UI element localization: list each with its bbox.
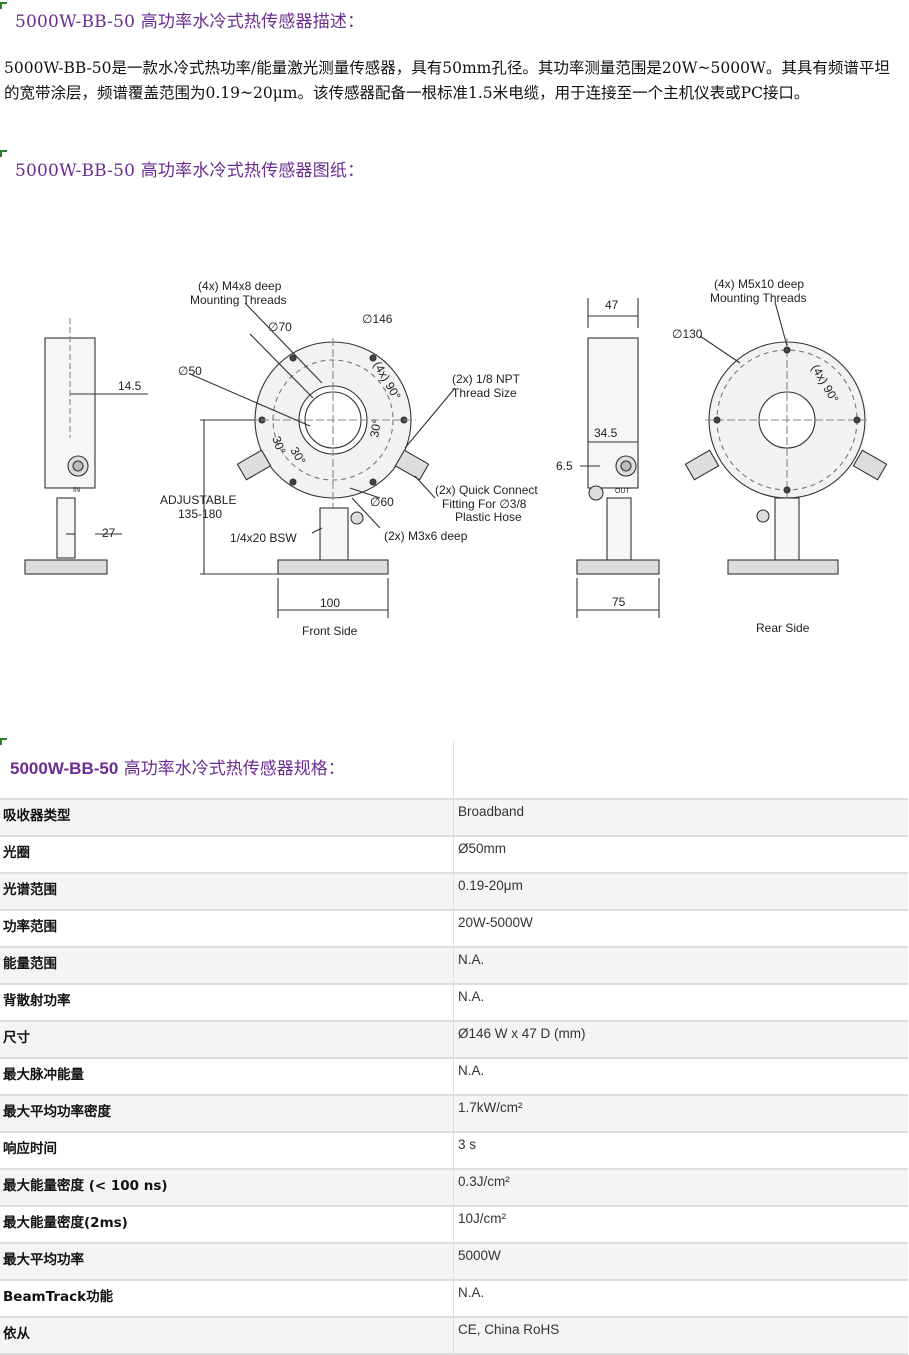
description-text: 5000W-BB-50是一款水冷式热功率/能量激光测量传感器，具有50mm孔径。… [4,59,890,102]
label-47: 47 [605,298,619,312]
label-adjustable-1: ADJUSTABLE [160,493,236,507]
spec-value: 20W-5000W [453,910,908,948]
label-adjustable-2: 135-180 [178,507,222,521]
section-marker [0,738,7,745]
description-heading: 5000W-BB-50 高功率水冷式热传感器描述： [15,12,365,32]
label-d130: ∅130 [672,327,703,341]
spec-label: 功率范围 [0,910,454,948]
label-qc-2: Fitting For ∅3/8 [442,497,527,511]
spec-value: N.A. [453,1280,908,1318]
spec-heading: 5000W-BB-50 高功率水冷式热传感器规格： [0,742,454,800]
section-marker [0,2,7,9]
spec-row: 最大能量密度(2ms)10J/cm² [0,1206,908,1244]
spec-value: 5000W [453,1243,908,1281]
label-14-5: 14.5 [118,379,142,393]
label-30c: 30° [367,418,384,439]
spec-label: 最大能量密度 (< 100 ns) [0,1169,454,1207]
spec-label: 依从 [0,1317,454,1355]
spec-value: Ø146 W x 47 D (mm) [453,1021,908,1059]
label-m4-threads-2: Mounting Threads [190,293,287,307]
spec-label: 响应时间 [0,1132,454,1170]
label-m3: (2x) M3x6 deep [384,529,468,543]
spec-value: Broadband [453,799,908,837]
label-6-5: 6.5 [556,459,573,473]
label-d146: ∅146 [362,312,393,326]
spec-value: 10J/cm² [453,1206,908,1244]
spec-heading-text: 高功率水冷式热传感器规格： [118,759,345,779]
spec-label: 最大能量密度(2ms) [0,1206,454,1244]
label-rear-side: Rear Side [756,621,810,635]
label-bsw: 1/4x20 BSW [230,531,297,545]
spec-label: 吸收器类型 [0,799,454,837]
label-34-5: 34.5 [594,426,618,440]
spec-heading-empty [453,742,908,800]
label-qc-3: Plastic Hose [455,510,522,524]
label-30a: 30° [269,434,288,456]
spec-label: 最大平均功率密度 [0,1095,454,1133]
spec-row: 最大能量密度 (< 100 ns)0.3J/cm² [0,1169,908,1207]
spec-label: BeamTrack功能 [0,1280,454,1318]
rear-side-base [576,559,660,575]
spec-label: 光圈 [0,836,454,874]
label-m5-threads-2: Mounting Threads [710,291,807,305]
label-d60: ∅60 [370,495,394,509]
spec-heading-model: 5000W-BB-50 [10,759,119,778]
label-75: 75 [612,595,626,609]
label-d70: ∅70 [268,320,292,334]
spec-value: N.A. [453,947,908,985]
spec-value: 3 s [453,1132,908,1170]
label-d50: ∅50 [178,364,202,378]
spec-table-header: 5000W-BB-50 高功率水冷式热传感器规格： [0,742,908,800]
label-out: OUT [615,488,631,495]
rear-base [727,559,839,575]
spec-label: 背散射功率 [0,984,454,1022]
label-100: 100 [320,596,340,610]
spec-label: 光谱范围 [0,873,454,911]
spec-value: 0.19-20μm [453,873,908,911]
spec-value: N.A. [453,1058,908,1096]
spec-value: N.A. [453,984,908,1022]
label-npt-1: (2x) 1/8 NPT [452,372,521,386]
side-view-base [24,559,108,575]
spec-value: Ø50mm [453,836,908,874]
spec-value: CE, China RoHS [453,1317,908,1355]
label-qc-1: (2x) Quick Connect [435,483,538,497]
section-marker [0,150,7,157]
label-m4-threads-1: (4x) M4x8 deep [198,279,282,293]
spec-label: 最大脉冲能量 [0,1058,454,1096]
label-front-side: Front Side [302,624,358,638]
spec-value: 0.3J/cm² [453,1169,908,1207]
front-post [319,507,349,569]
spec-label: 能量范围 [0,947,454,985]
label-in: IN [73,487,80,494]
drawing-heading: 5000W-BB-50 高功率水冷式热传感器图纸： [15,161,365,181]
label-27: 27 [102,526,116,540]
spec-label: 最大平均功率 [0,1243,454,1281]
spec-value: 1.7kW/cm² [453,1095,908,1133]
side-view-post [56,497,76,559]
front-base [277,559,389,575]
label-m5-threads-1: (4x) M5x10 deep [714,277,804,291]
technical-drawing: (4x) M4x8 deep Mounting Threads ∅146 ∅70… [24,277,888,638]
label-npt-2: Thread Size [452,386,517,400]
spec-label: 尺寸 [0,1021,454,1059]
